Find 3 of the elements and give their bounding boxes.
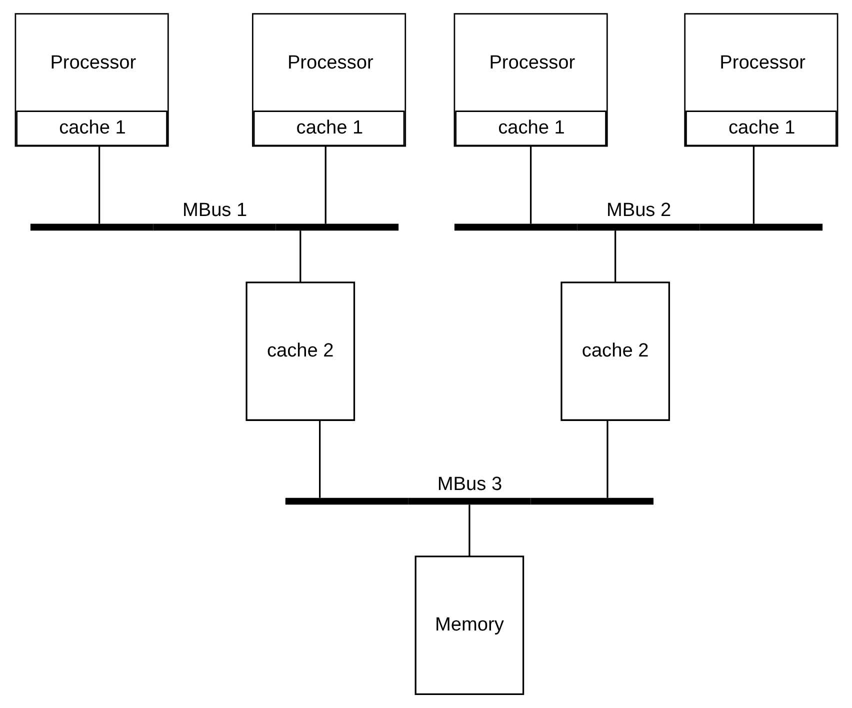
node-label: MBus 1	[182, 200, 247, 221]
node-label: MBus 3	[436, 474, 502, 495]
node-label: MBus 2	[606, 200, 671, 221]
